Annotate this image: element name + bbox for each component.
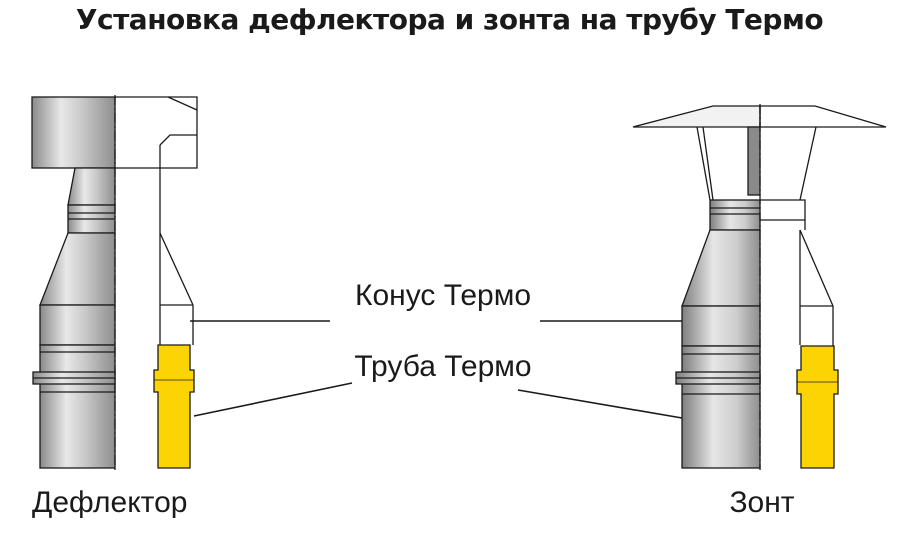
umbrella-canopy [632, 105, 761, 128]
deflector-pipe [39, 344, 116, 469]
cone-label: Конус Термо [355, 279, 531, 312]
umbrella-label: Зонт [729, 486, 794, 519]
umbrella-cone-body [681, 305, 761, 347]
umbrella-assembly [632, 104, 887, 470]
deflector-assembly [31, 95, 198, 470]
umbrella-rod [747, 126, 761, 196]
pipe-leader-right [517, 389, 683, 419]
leader-lines [190, 320, 683, 419]
deflector-neck [67, 167, 116, 206]
pipe-label: Труба Термо [354, 350, 531, 383]
deflector-pipe-insulation [153, 344, 195, 469]
umbrella-collar [709, 199, 761, 231]
umbrella-pipe [681, 345, 761, 469]
pipe-leader-left [193, 382, 353, 417]
deflector-head [31, 96, 116, 169]
page-title: Установка дефлектора и зонта на трубу Те… [75, 3, 824, 36]
deflector-cone-body [39, 304, 116, 346]
umbrella-pipe-insulation [796, 345, 839, 469]
deflector-label: Дефлектор [32, 486, 187, 519]
umbrella-cone [681, 229, 761, 307]
deflector-cone [39, 232, 116, 306]
deflector-head-cutaway [115, 96, 198, 169]
